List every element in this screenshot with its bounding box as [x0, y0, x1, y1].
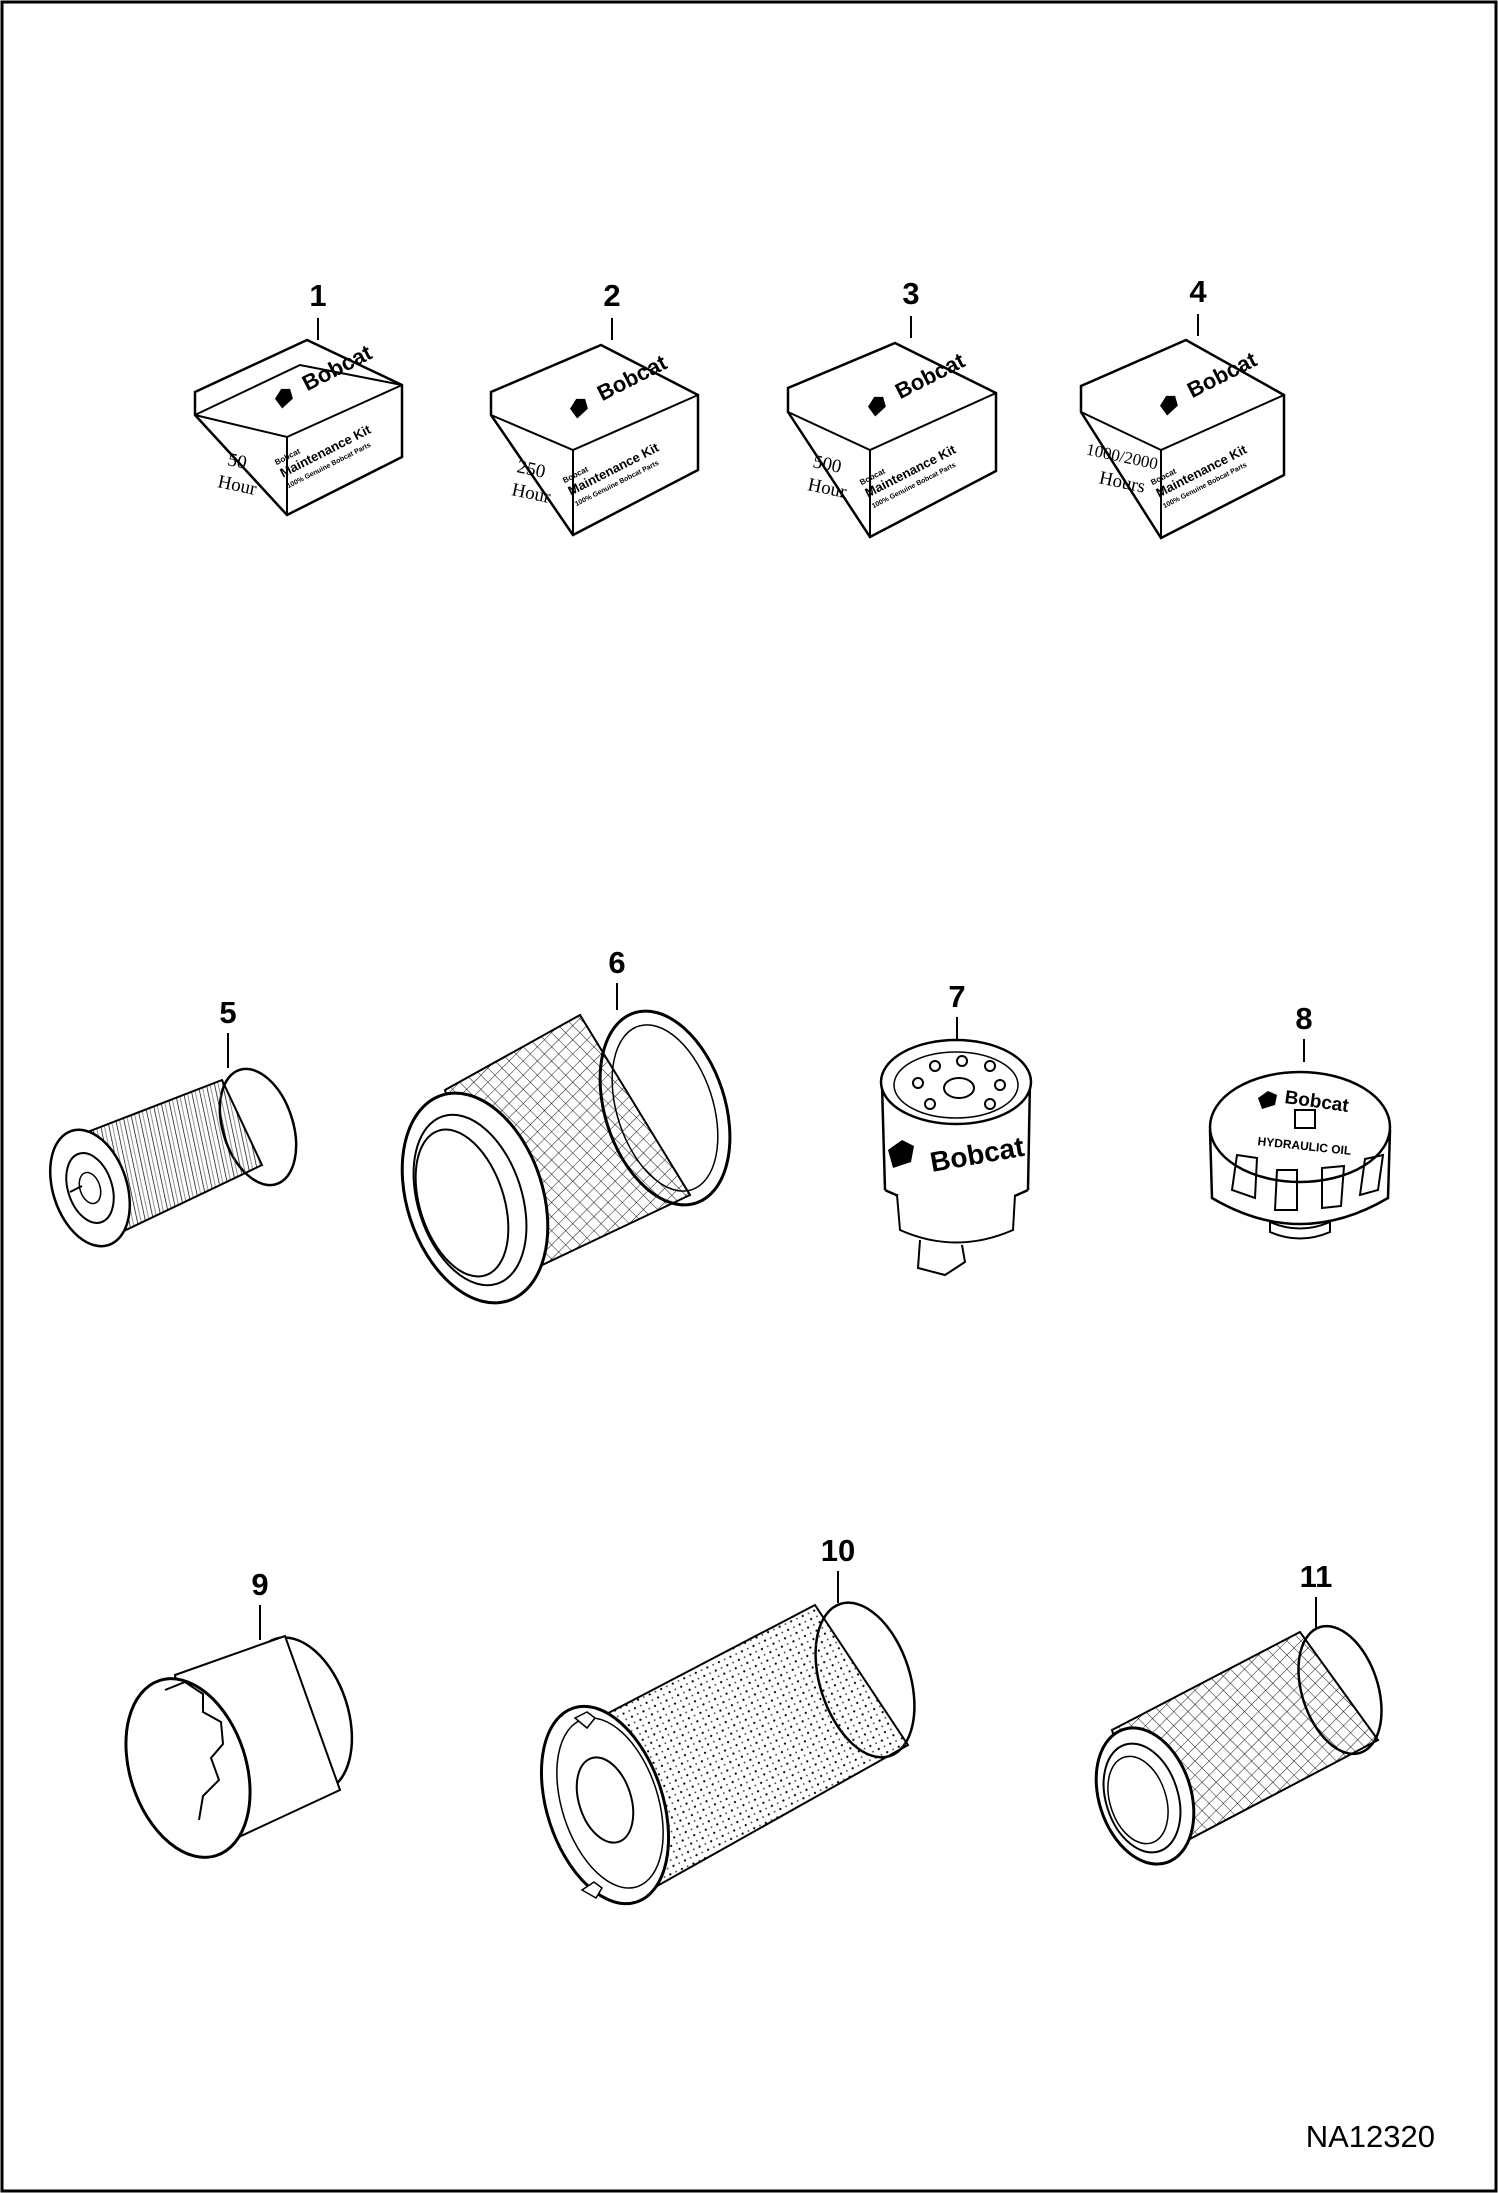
- part-10: 10: [539, 1533, 916, 1906]
- oil-can-icon: [1294, 1109, 1316, 1129]
- callout-label: 8: [1295, 1001, 1312, 1036]
- part-5: 5: [48, 995, 298, 1248]
- callout-label: 9: [251, 1567, 268, 1602]
- figure-id: NA12320: [1306, 2119, 1435, 2154]
- part-6: 6: [400, 945, 732, 1305]
- part-11: 11: [1094, 1559, 1383, 1866]
- fuel-filter-icon: Bobcat: [879, 1038, 1033, 1277]
- callout-label: 3: [902, 276, 919, 311]
- bobcat-logo-icon: [274, 388, 293, 409]
- part-9: 9: [124, 1567, 354, 1859]
- inner-air-filter-icon: [539, 1601, 916, 1906]
- callout-label: 4: [1189, 274, 1207, 309]
- kit-hours-line1: 50: [226, 449, 249, 473]
- kit-box-3: 3 Bobcat 500 Hour Bobcat Maintenance Kit…: [786, 276, 998, 539]
- cab-filter-icon: [1094, 1624, 1383, 1866]
- callout-label: 11: [1300, 1559, 1333, 1594]
- callout-label: 6: [608, 945, 625, 980]
- outer-air-filter-icon: [400, 1009, 732, 1305]
- callout-label: 1: [309, 278, 326, 313]
- hydraulic-cap-icon: Bobcat HYDRAULIC OIL: [1208, 1070, 1392, 1240]
- bobcat-logo-icon: [1258, 1091, 1277, 1109]
- part-8: 8 Bobcat HYDRAULIC OIL: [1208, 1001, 1392, 1240]
- callout-label: 7: [948, 979, 965, 1014]
- callout-label: 2: [603, 278, 620, 313]
- part-7: 7 Bobcat: [879, 979, 1033, 1277]
- bobcat-logo-icon: [888, 1140, 914, 1168]
- hydraulic-filter-element-icon: [48, 1067, 298, 1248]
- callout-label: 5: [219, 995, 236, 1030]
- bobcat-logo-icon: [1159, 395, 1178, 416]
- callout-label: 10: [821, 1533, 855, 1568]
- kit-box-2: 2 Bobcat 250 Hour Bobcat Maintenance Kit…: [489, 278, 700, 537]
- bobcat-logo-icon: [867, 396, 886, 417]
- kit-hours-line1: 250: [515, 456, 547, 482]
- kit-box-1: 1 Bobcat 50 Hour Bobcat Maintenance Kit …: [193, 278, 404, 517]
- kit-hours-line1: 500: [811, 451, 843, 477]
- engine-oil-filter-icon: [124, 1634, 354, 1859]
- kit-box-4: 4 Bobcat 1000/2000 Hours Bobcat Maintena…: [1079, 274, 1286, 540]
- bobcat-logo-icon: [569, 398, 588, 419]
